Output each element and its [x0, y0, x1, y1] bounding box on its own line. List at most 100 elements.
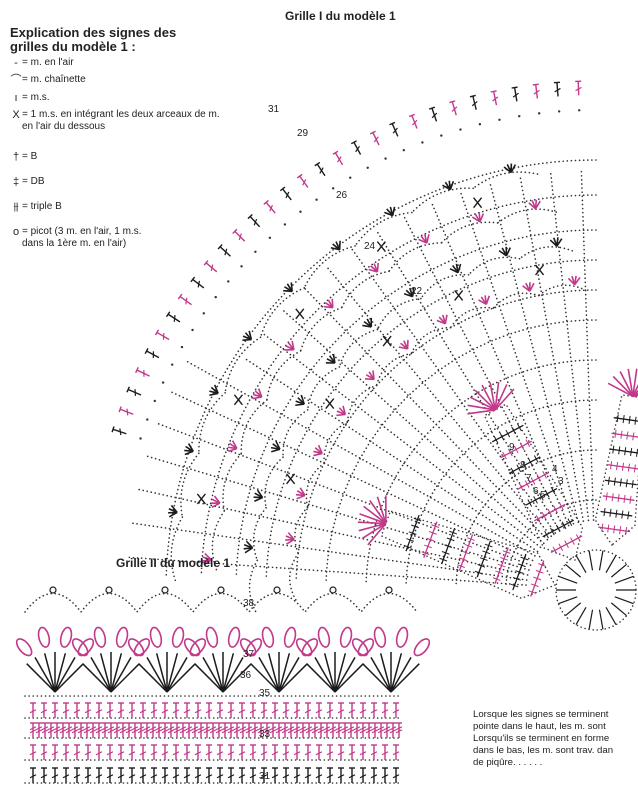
stitch-mark [183, 744, 191, 760]
stitch-mark [263, 199, 276, 214]
stitch-mark [575, 80, 582, 96]
stitch-mark [359, 744, 367, 760]
stitch-mark [348, 702, 356, 718]
stitch-mark [161, 744, 169, 760]
legend-item-triple: ⫵= triple B [10, 201, 220, 214]
stitch-mark [332, 150, 344, 166]
chain-arc [244, 357, 539, 553]
stitch-fan [252, 388, 263, 400]
stitch-mark [317, 722, 325, 738]
cross-stitch [454, 290, 464, 301]
chain-arc [375, 352, 413, 387]
stitch-mark [172, 702, 180, 718]
stitch-mark [293, 744, 301, 760]
row-number-3: 3 [558, 476, 564, 487]
stitch-mark [490, 90, 499, 106]
chain-arc [265, 259, 597, 580]
stitch-mark [232, 228, 246, 242]
stitch-fan [503, 163, 517, 174]
stitch-mark [209, 722, 217, 738]
centre-stitch [598, 609, 604, 630]
chain-dot [331, 187, 335, 190]
chain-arc [165, 159, 597, 576]
stitch-mark [369, 130, 380, 146]
stitch-mark [271, 702, 279, 718]
stitch-mark [337, 744, 345, 760]
picot [161, 586, 169, 594]
picot [217, 586, 225, 594]
chain-dot [384, 157, 387, 160]
stitch-mark [40, 744, 48, 760]
stitch-fan [168, 504, 178, 518]
chain-dot [146, 418, 149, 421]
stitch-fan [227, 440, 238, 453]
stitch-mark [293, 722, 301, 738]
stitch-mark [77, 722, 85, 738]
stitch-mark [71, 722, 79, 738]
stitch-mark [35, 722, 43, 738]
chain-arc [519, 176, 585, 522]
stitch-mark [282, 702, 290, 718]
stitch-fan [285, 532, 295, 545]
cross-stitch [535, 264, 545, 276]
stitch-mark [275, 722, 283, 738]
border-fan [239, 626, 319, 693]
stitch-mark [304, 702, 312, 718]
stitch-mark [238, 744, 246, 760]
stitch-mark [40, 767, 48, 783]
stitch-fan [368, 262, 380, 273]
stitch-fan [210, 495, 221, 508]
chain-arc [325, 319, 597, 582]
chain-dot [299, 210, 302, 213]
stitch-fan [365, 370, 375, 381]
centre-stitch [588, 550, 594, 571]
stitch-mark [29, 744, 37, 760]
stitch-fan [398, 339, 409, 350]
stitch-mark [381, 767, 389, 783]
chain-arc [405, 399, 597, 585]
stitch-mark [359, 722, 367, 738]
cross-stitch [473, 197, 483, 209]
centre-stitch [614, 575, 634, 584]
chain-arc [403, 215, 565, 529]
stitch-mark [323, 722, 331, 738]
stitch-mark [143, 722, 151, 738]
stitch-mark [51, 702, 59, 718]
stitch-fan [478, 295, 491, 306]
stitch-mark [227, 744, 235, 760]
stitch-mark [251, 722, 259, 738]
chain-arc [294, 506, 309, 555]
stitch-mark [260, 767, 268, 783]
row-number-35: 35 [259, 688, 271, 699]
chain-arc [549, 171, 590, 522]
stitch-mark [177, 293, 192, 306]
petal-section [467, 382, 584, 562]
stitch-mark [73, 744, 81, 760]
stitch-fan [336, 405, 347, 417]
stitch-fan [325, 353, 336, 364]
cross-stitch-icon: X [12, 108, 20, 121]
stitch-mark [107, 722, 115, 738]
stitch-mark [395, 722, 403, 738]
stitch-mark [511, 86, 519, 102]
stitch-mark [305, 722, 313, 738]
grille-2-diagram [15, 586, 431, 784]
stitch-mark [95, 722, 103, 738]
chain-arc [420, 273, 470, 300]
centre-stitch [598, 550, 604, 571]
stitch-fan [313, 444, 323, 457]
grille-1-diagram [111, 80, 638, 631]
cross-stitch [382, 335, 392, 347]
chain-dot [268, 236, 272, 240]
chain-arc [170, 516, 184, 584]
stitch-mark [139, 744, 147, 760]
chain-arc [580, 169, 595, 521]
stitch-mark [287, 722, 295, 738]
centre-stitch [588, 609, 594, 630]
stitch-mark [269, 722, 277, 738]
stitch-mark [299, 722, 307, 738]
chain-arc [326, 266, 552, 538]
legend-item-tr: ‡= DB [10, 176, 220, 189]
chain-dot [366, 166, 369, 169]
stitch-mark [203, 722, 211, 738]
